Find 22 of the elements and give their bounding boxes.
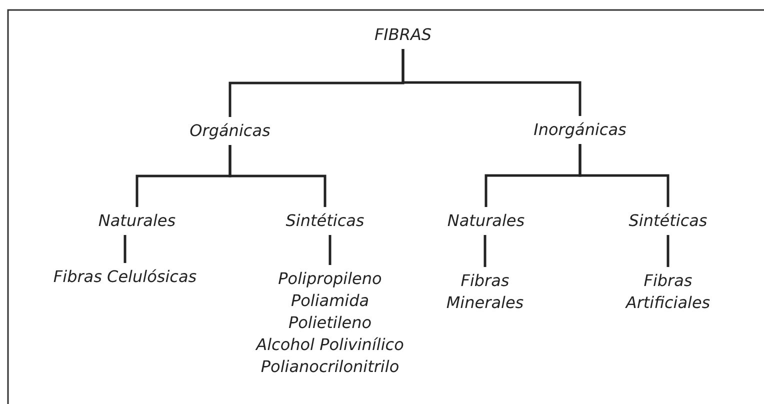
node-label: Poliamida <box>290 290 370 312</box>
node-label: Polipropileno <box>277 268 383 290</box>
node-label: Inorgánicas <box>534 119 626 141</box>
node-label: Orgánicas <box>190 120 270 142</box>
node-label: Fibras Minerales <box>445 270 525 314</box>
node-label: Sintéticas <box>286 210 364 232</box>
connector-line <box>328 235 332 265</box>
node-label: FIBRAS <box>374 24 432 46</box>
connector-line <box>228 145 326 207</box>
connector-line <box>402 49 582 116</box>
node-label: Fibras Celulósicas <box>53 266 197 288</box>
node-label: Naturales <box>98 210 176 232</box>
connector-line <box>666 235 670 267</box>
connector-line <box>124 235 126 263</box>
node-label: Polietileno <box>287 312 373 334</box>
node-label: Fibras Artificiales <box>624 270 712 314</box>
connector-line <box>484 235 486 267</box>
node-label: Alcohol Polivinílico <box>256 334 404 356</box>
connector-line <box>578 144 670 207</box>
node-label: Naturales <box>447 210 525 232</box>
node-label: Polianocrilonitrilo <box>260 356 400 378</box>
node-label: Sintéticas <box>628 210 708 232</box>
